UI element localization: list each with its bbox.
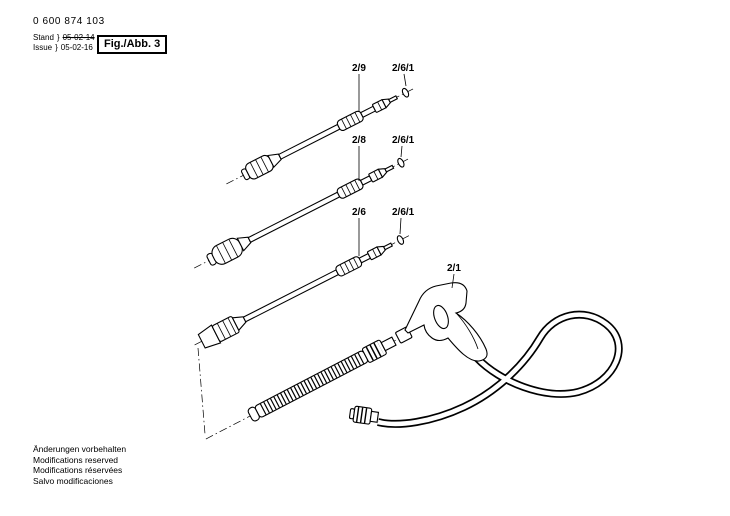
- rib-line: [222, 242, 233, 261]
- hose-fitting-knurl: [355, 406, 369, 424]
- revision-stand-row: Stand } 05-02-14: [33, 33, 95, 43]
- lance-top-tip: [387, 95, 399, 104]
- lance-bottom-group: [194, 234, 411, 349]
- rib-line: [341, 186, 347, 197]
- rib-line: [341, 118, 347, 130]
- rib-line: [345, 116, 352, 127]
- rib-line: [249, 162, 259, 178]
- callout-gun: 2/1: [447, 263, 461, 274]
- rib-line: [349, 182, 356, 193]
- assembly-axis-connector: [197, 347, 206, 435]
- callout-oring-top: 2/6/1: [392, 63, 415, 74]
- lance-middle-tip: [384, 164, 395, 173]
- hose-fitting-group: [348, 405, 380, 425]
- rib-line: [354, 112, 361, 123]
- rib-line: [353, 257, 359, 268]
- rib-line: [216, 245, 226, 264]
- lance-middle-tube: [247, 191, 341, 243]
- rib-line: [372, 248, 377, 258]
- hose-outline: [377, 310, 623, 428]
- rib-line: [260, 156, 269, 173]
- callout-oring-bottom: 2/6/1: [392, 207, 415, 218]
- rib-line: [350, 114, 356, 125]
- lance-middle-group: [194, 157, 409, 269]
- callout-oring-middle: 2/6/1: [392, 135, 415, 146]
- oring-middle: [397, 157, 405, 168]
- issue-date: 05-02-16: [60, 42, 93, 52]
- legal-notice-block: Änderungen vorbehalten Modifications res…: [33, 444, 126, 486]
- revision-issue-row: Issue } 05-02-16: [33, 43, 95, 53]
- revision-block: Stand } 05-02-14 Issue } 05-02-16: [33, 33, 95, 52]
- lance-middle-grip: [336, 178, 364, 199]
- figure-label-box: Fig./Abb. 3: [97, 35, 168, 54]
- rib-line: [345, 184, 352, 195]
- leader-oring-bottom: [399, 217, 402, 235]
- rib-line: [228, 239, 239, 257]
- document-part-number: 0 600 874 103: [33, 16, 105, 27]
- lance-bottom-grip: [335, 256, 363, 277]
- legal-line-es: Salvo modificaciones: [33, 475, 113, 486]
- stand-label: Stand: [33, 33, 54, 42]
- hose-fitting-tip: [369, 410, 380, 423]
- rib-line: [354, 179, 361, 191]
- ribbed-lance-group: [205, 335, 405, 440]
- trigger-gun-group: [395, 282, 488, 362]
- lance-top-grip: [336, 110, 364, 132]
- legal-line-en: Modifications reserved: [33, 454, 119, 465]
- callout-lance-bottom: 2/6: [352, 207, 366, 218]
- gun-grip-contour: [456, 313, 479, 350]
- leader-oring-middle: [400, 145, 403, 158]
- callout-leaders: [358, 73, 455, 289]
- rib-line: [348, 259, 355, 271]
- lance-top-tube: [277, 123, 341, 160]
- oring-bottom: [396, 235, 405, 245]
- rib-line: [255, 159, 264, 175]
- high-pressure-hose: [377, 310, 623, 428]
- lance-bottom-tip: [382, 242, 393, 251]
- rib-line: [227, 317, 237, 335]
- rib-line: [339, 264, 346, 275]
- rib-line: [344, 262, 350, 273]
- leader-gun: [451, 273, 455, 289]
- oring-top: [401, 87, 410, 98]
- legal-line-fr: Modifications réservées: [33, 465, 123, 475]
- leader-oring-top: [403, 73, 407, 87]
- ribbed-lance-tip: [380, 336, 397, 352]
- lance-bottom-fan-nozzle: [197, 324, 222, 349]
- legal-line-de: Änderungen vorbehalten: [33, 444, 127, 454]
- lance-top-tube2: [359, 105, 377, 119]
- rib-line: [216, 323, 226, 340]
- rib-line: [377, 101, 383, 111]
- callout-lance-top: 2/9: [352, 63, 366, 74]
- construction-lines: [197, 347, 206, 435]
- gun-trigger-opening: [433, 304, 449, 330]
- callout-labels: 2/9 2/6/1 2/8 2/6/1 2/6 2/6/1 2/1: [352, 63, 461, 274]
- rib-line: [222, 320, 232, 337]
- hose-fill: [377, 312, 621, 427]
- stand-brace: }: [56, 33, 60, 42]
- stand-old-date: 05-02-14: [62, 33, 95, 42]
- rib-line: [373, 171, 379, 180]
- issue-brace: }: [55, 42, 58, 52]
- issue-label: Issue: [33, 42, 53, 52]
- lance-top-group: [226, 87, 414, 185]
- callout-lance-middle: 2/8: [352, 135, 366, 146]
- lance-bottom-tube: [242, 269, 340, 323]
